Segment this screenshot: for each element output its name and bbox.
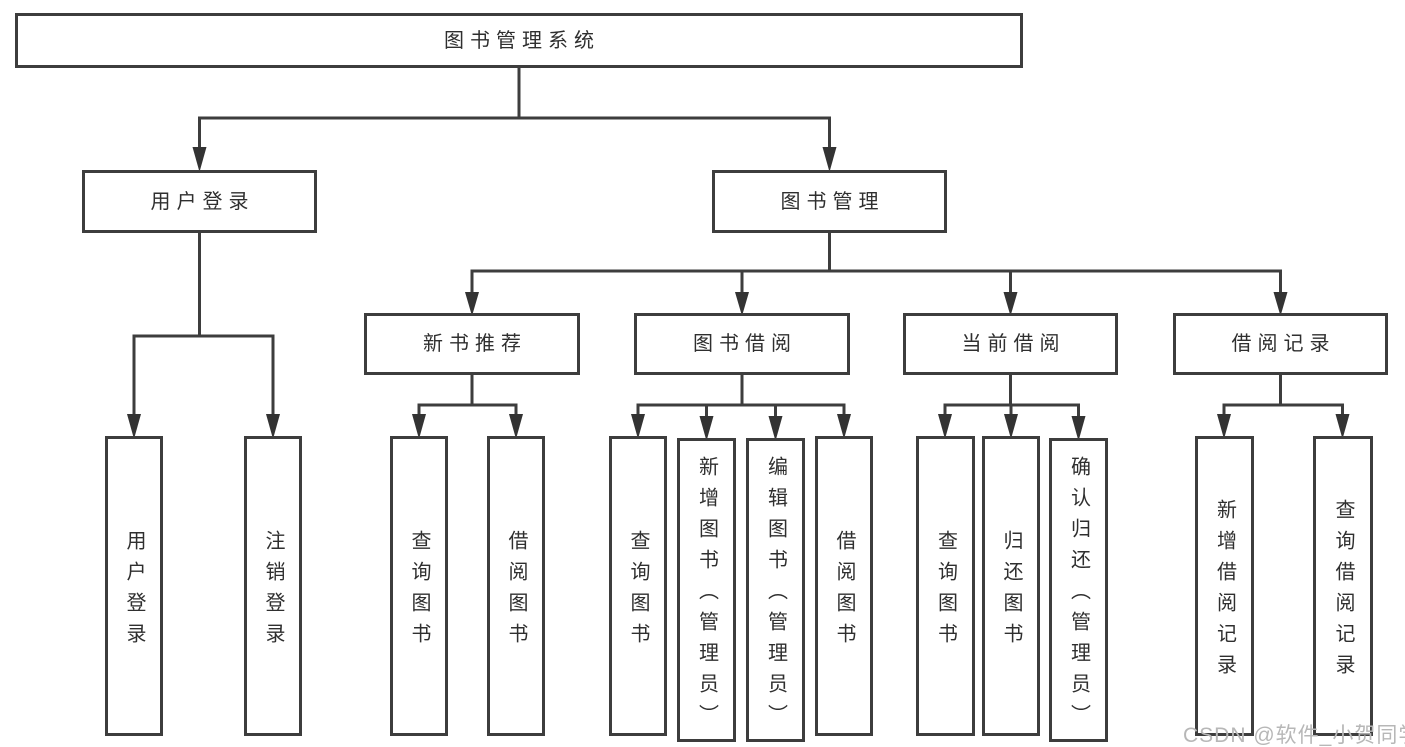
node-label: 查询图书 xyxy=(408,529,430,654)
connector-borrow-records-to-leaves xyxy=(1222,373,1344,416)
node-label: 归还图书 xyxy=(1000,529,1022,654)
connector-root-to-level2 xyxy=(198,66,831,149)
leaf-confirm-return-admin: 确认归还（管理员） xyxy=(1049,438,1108,742)
leaf-add-borrow-record: 新增借阅记录 xyxy=(1195,436,1254,736)
connector-current-borrow-to-leaves xyxy=(943,373,1080,418)
node-label: 编辑图书（管理员） xyxy=(764,456,787,735)
connector-user-login-to-leaves xyxy=(132,231,275,416)
node-library-management-system: 图书管理系统 xyxy=(15,13,1023,68)
node-user-login-branch: 用户登录 xyxy=(82,170,317,233)
leaf-query-books: 查询图书 xyxy=(916,436,975,736)
node-borrowing-records: 借阅记录 xyxy=(1173,313,1388,375)
node-label: 图书借阅 xyxy=(693,333,797,355)
leaf-query-borrow-record: 查询借阅记录 xyxy=(1313,436,1373,736)
node-label: 确认归还（管理员） xyxy=(1067,456,1090,735)
node-label: 用户登录 xyxy=(123,529,145,654)
node-label: 图书管理系统 xyxy=(444,29,600,52)
node-label: 用户登录 xyxy=(150,190,255,213)
node-label: 查询图书 xyxy=(627,529,649,654)
node-label: 新增借阅记录 xyxy=(1213,498,1236,685)
node-label: 借阅记录 xyxy=(1231,333,1336,355)
node-label: 借阅图书 xyxy=(505,529,527,654)
leaf-borrow-books: 借阅图书 xyxy=(487,436,545,736)
node-label: 当前借阅 xyxy=(961,333,1066,355)
leaf-logout: 注销登录 xyxy=(244,436,302,736)
node-new-book-recommend: 新书推荐 xyxy=(364,313,580,375)
leaf-add-book-admin: 新增图书（管理员） xyxy=(677,438,736,742)
connector-new-book-to-leaves xyxy=(417,373,518,416)
leaf-query-books: 查询图书 xyxy=(390,436,448,736)
leaf-edit-book-admin: 编辑图书（管理员） xyxy=(746,438,805,742)
connector-book-borrow-to-leaves xyxy=(636,373,846,418)
node-label: 查询借阅记录 xyxy=(1332,498,1354,685)
leaf-return-books: 归还图书 xyxy=(982,436,1040,736)
leaf-user-login: 用户登录 xyxy=(105,436,163,736)
node-label: 新书推荐 xyxy=(423,333,527,355)
node-label: 借阅图书 xyxy=(833,529,855,654)
node-label: 新增图书（管理员） xyxy=(695,456,718,735)
node-label: 图书管理 xyxy=(780,190,885,213)
leaf-borrow-books: 借阅图书 xyxy=(815,436,873,736)
node-label: 注销登录 xyxy=(262,529,284,654)
node-book-management-branch: 图书管理 xyxy=(712,170,947,233)
node-current-borrowing: 当前借阅 xyxy=(903,313,1118,375)
connector-book-mgmt-to-level3 xyxy=(470,231,1282,294)
node-label: 查询图书 xyxy=(934,529,957,654)
node-book-borrowing: 图书借阅 xyxy=(634,313,850,375)
arrow-down-icon xyxy=(822,147,837,172)
csdn-watermark: CSDN @软件_小贺同学 xyxy=(1183,724,1405,747)
leaf-query-books: 查询图书 xyxy=(609,436,667,736)
arrow-down-icon xyxy=(192,147,207,172)
